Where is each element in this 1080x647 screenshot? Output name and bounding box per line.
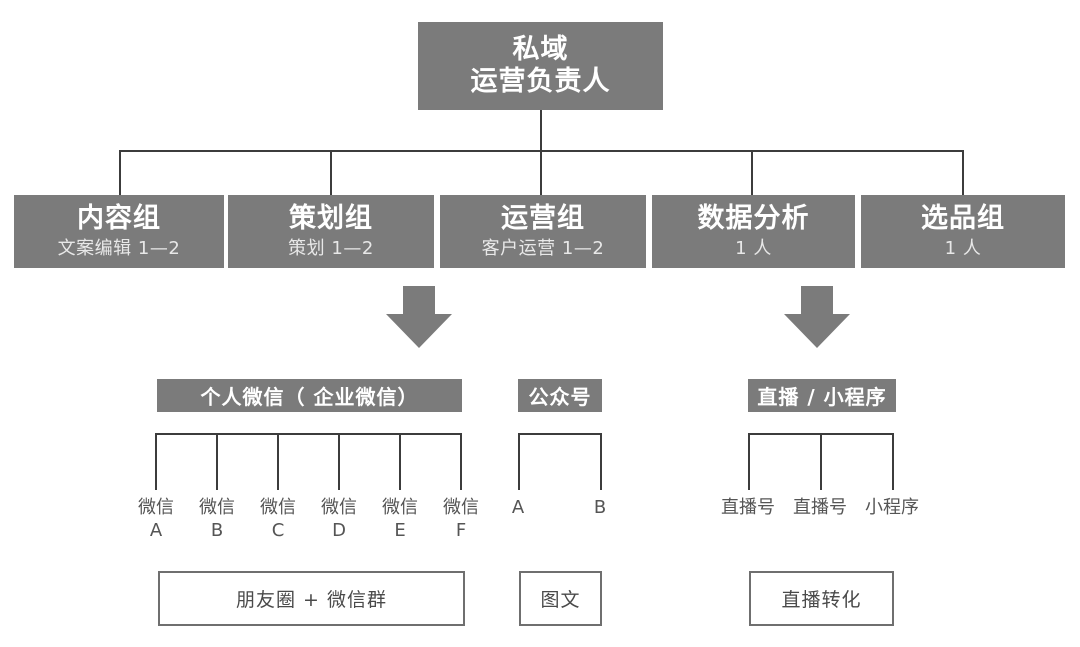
- leaf-label-top: 直播号: [721, 497, 775, 518]
- wechat-bracket-drop-4: [338, 433, 340, 490]
- team-name: 选品组: [921, 203, 1005, 235]
- team-staff: 1 人: [944, 238, 982, 260]
- wechat-bracket-drop-6: [460, 433, 462, 490]
- teams-bracket-drop-3: [540, 150, 542, 195]
- outcome-box-graphic-text: 图文: [519, 571, 602, 626]
- team-name: 内容组: [77, 203, 161, 235]
- channel-header-official-account: 公众号: [518, 379, 602, 412]
- leaf-label-top: 直播号: [793, 497, 847, 518]
- leaf-label-bottom: E: [394, 519, 406, 541]
- leaf-official-a: A: [498, 497, 538, 520]
- official-account-bracket-drop-2: [600, 433, 602, 490]
- leaf-mini-program: 小程序: [856, 497, 928, 520]
- leaf-label-bottom: B: [210, 519, 224, 541]
- official-account-bracket-drop-1: [518, 433, 520, 490]
- wechat-bracket-drop-3: [277, 433, 279, 490]
- leaf-label-top: 小程序: [865, 497, 919, 518]
- team-name: 运营组: [501, 203, 585, 235]
- leaf-label-bottom: A: [149, 519, 163, 541]
- leaf-label-bottom: C: [271, 519, 285, 541]
- root-box-line2: 运营负责人: [470, 66, 611, 97]
- leaf-livestream-account-2: 直播号: [784, 497, 856, 520]
- teams-bracket-drop-1: [119, 150, 121, 195]
- arrow-shaft: [801, 286, 833, 316]
- team-staff: 文案编辑 1—2: [57, 238, 181, 260]
- team-staff: 策划 1—2: [288, 238, 374, 260]
- arrow-head: [386, 314, 452, 348]
- official-account-bracket-bar: [518, 433, 602, 435]
- team-name: 数据分析: [697, 203, 810, 235]
- leaf-wechat-c: 微信 C: [248, 497, 308, 542]
- leaf-official-b: B: [580, 497, 620, 520]
- channel-header-personal-wechat: 个人微信（ 企业微信）: [157, 379, 462, 412]
- wechat-bracket-bar: [155, 433, 462, 435]
- leaf-wechat-b: 微信 B: [187, 497, 247, 542]
- leaf-wechat-a: 微信 A: [126, 497, 186, 542]
- team-box-product-selection: 选品组 1 人: [861, 195, 1065, 268]
- team-box-data-analysis: 数据分析 1 人: [652, 195, 855, 268]
- leaf-label-top: 微信: [382, 497, 418, 518]
- wechat-bracket-drop-2: [216, 433, 218, 490]
- team-box-operations: 运营组 客户运营 1—2: [440, 195, 646, 268]
- leaf-label-bottom: D: [332, 519, 346, 541]
- leaf-label-top: A: [511, 497, 525, 518]
- teams-bracket-drop-4: [751, 150, 753, 195]
- root-stem: [540, 110, 542, 152]
- livestream-bracket-drop-3: [892, 433, 894, 490]
- leaf-label-top: 微信: [260, 497, 296, 518]
- leaf-label-top: 微信: [321, 497, 357, 518]
- leaf-wechat-d: 微信 D: [309, 497, 369, 542]
- leaf-wechat-f: 微信 F: [431, 497, 491, 542]
- leaf-label-top: 微信: [138, 497, 174, 518]
- team-staff: 1 人: [735, 238, 772, 260]
- team-box-content: 内容组 文案编辑 1—2: [14, 195, 224, 268]
- teams-bracket-drop-5: [962, 150, 964, 195]
- root-box-line1: 私域: [512, 34, 569, 66]
- team-staff: 客户运营 1—2: [481, 238, 605, 260]
- leaf-wechat-e: 微信 E: [370, 497, 430, 542]
- leaf-label-top: B: [593, 497, 607, 518]
- leaf-label-bottom: F: [455, 519, 467, 541]
- root-box-owner: 私域 运营负责人: [418, 22, 663, 110]
- arrow-to-livestream-icon: [784, 286, 850, 348]
- arrow-head: [784, 314, 850, 348]
- outcome-box-moments-groups: 朋友圈 + 微信群: [158, 571, 465, 626]
- wechat-bracket-drop-1: [155, 433, 157, 490]
- leaf-livestream-account-1: 直播号: [712, 497, 784, 520]
- wechat-bracket-drop-5: [399, 433, 401, 490]
- outcome-box-livestream-conversion: 直播转化: [749, 571, 894, 626]
- livestream-bracket-drop-1: [748, 433, 750, 490]
- arrow-to-wechat-icon: [386, 286, 452, 348]
- livestream-bracket-drop-2: [820, 433, 822, 490]
- team-box-planning: 策划组 策划 1—2: [228, 195, 434, 268]
- channel-header-livestream-miniprogram: 直播 / 小程序: [748, 379, 896, 412]
- leaf-label-top: 微信: [443, 497, 479, 518]
- leaf-label-top: 微信: [199, 497, 235, 518]
- teams-bracket-drop-2: [330, 150, 332, 195]
- arrow-shaft: [403, 286, 435, 316]
- team-name: 策划组: [289, 203, 373, 235]
